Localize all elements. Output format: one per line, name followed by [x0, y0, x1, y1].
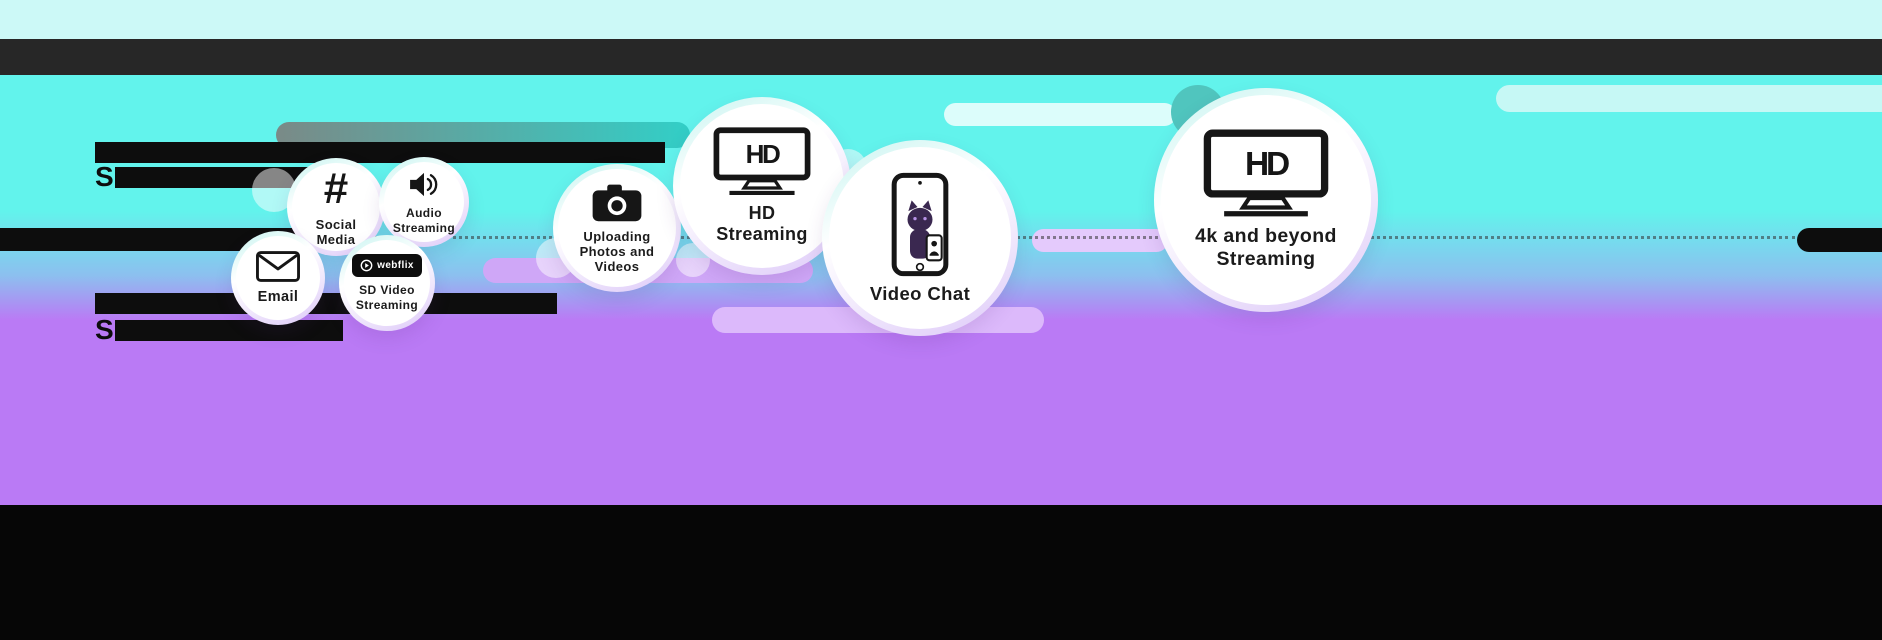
bottom-bar [0, 505, 1882, 640]
bubble-label: Video Chat [869, 282, 971, 304]
bubble-inner: Email [236, 236, 320, 320]
hd-tv-icon: HD [713, 127, 811, 197]
header-bar [0, 39, 1882, 75]
webflix-logo: webflix [352, 254, 422, 278]
bubble-inner: HD 4k and beyond Streaming [1161, 95, 1371, 305]
svg-text:HD: HD [1245, 146, 1289, 183]
redacted-heading-letter: S [95, 314, 114, 345]
bubble-label: 4k and beyond Streaming [1195, 225, 1337, 270]
bubble-label: Uploading Photos and Videos [579, 228, 655, 275]
hd-tv-icon: HD [1203, 129, 1329, 219]
bubble-email: Email [231, 231, 325, 325]
bubble-inner: Uploading Photos and Videos [558, 169, 676, 287]
bubble-inner: Video Chat [829, 147, 1011, 329]
bubble-4k-streaming: HD 4k and beyond Streaming [1154, 88, 1378, 312]
video-chat-phone-icon [890, 172, 950, 277]
redacted-heading-bar [114, 319, 343, 341]
svg-text:HD: HD [746, 139, 780, 169]
bubble-audio-streaming: Audio Streaming [379, 157, 469, 247]
redacted-heading-letter: S [95, 161, 114, 192]
redacted-heading-row: S [95, 316, 343, 344]
bubble-label: Audio Streaming [392, 206, 456, 235]
decorative-pill-dark [1797, 228, 1882, 252]
top-strip [0, 0, 1882, 39]
bubble-sd-video-streaming: webflix SD Video Streaming [339, 235, 435, 331]
bubble-inner: HD HD Streaming [680, 104, 844, 268]
bubble-label: SD Video Streaming [355, 283, 419, 312]
decorative-pill [1032, 229, 1168, 252]
bubble-label: Social Media [315, 216, 357, 247]
bubble-label: HD Streaming [716, 202, 808, 244]
bubble-label: Email [257, 288, 299, 305]
decorative-pill [1496, 85, 1882, 112]
redacted-heading-bar [95, 142, 665, 163]
bubble-inner: webflix SD Video Streaming [344, 240, 430, 326]
bubble-video-chat: Video Chat [822, 140, 1018, 336]
bubble-inner: # Social Media [292, 163, 380, 251]
camera-icon [591, 182, 643, 223]
redacted-heading-bar [95, 293, 557, 314]
hashtag-icon: # [323, 163, 349, 213]
webflix-logo-text: webflix [377, 260, 414, 272]
bubble-inner: Audio Streaming [384, 162, 464, 242]
bubble-hd-streaming: HD HD Streaming [673, 97, 851, 275]
envelope-icon [255, 250, 301, 283]
speaker-icon [407, 169, 441, 200]
play-circle-icon [360, 259, 373, 272]
bubble-uploading-photos-videos: Uploading Photos and Videos [553, 164, 681, 292]
decorative-pill [944, 103, 1176, 126]
